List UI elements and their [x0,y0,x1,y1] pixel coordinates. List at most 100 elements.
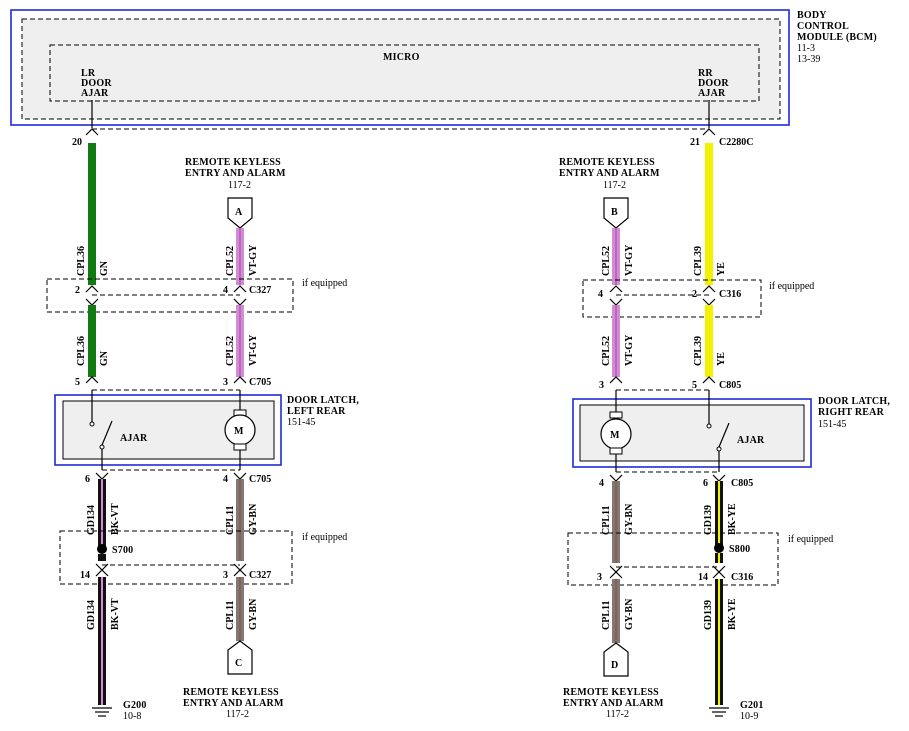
micro-label: MICRO [383,52,420,63]
pin-5-c805: 5 [692,380,697,391]
wire-gn-upper [88,143,96,285]
bcm-title-3: MODULE (BCM) [797,32,877,43]
connector-c-label: C [235,658,242,669]
ground-g200-ref: 10-8 [123,711,141,722]
door-latch-rr-frame [572,398,812,468]
label-cpl52-right-upper: CPL52 [601,246,612,276]
connector-c705-upper: C705 [249,377,271,388]
ground-g201: G201 [740,700,764,711]
label-vtgy-upper: VT-GY [248,244,259,276]
connector-d-shape [603,642,629,677]
pin-3-c316: 3 [597,572,602,583]
connector-b-shape [603,197,629,229]
label-cpl36-lower: CPL36 [76,336,87,366]
pin-3-c705: 3 [223,377,228,388]
label-vtgy-right-lower: VT-GY [624,334,635,366]
connector-c-shape [227,640,253,675]
rke-d-line2: ENTRY AND ALARM [563,698,664,709]
rr-door-ajar-3: AJAR [698,88,726,99]
s700-label: S700 [112,545,133,556]
label-cpl11-upper: CPL11 [225,506,236,535]
latch-rr-ref: 151-45 [818,419,846,430]
label-ye-lower: YE [716,352,727,366]
connector-d-label: D [611,660,618,671]
wire-ye-lower [705,305,713,377]
bcm-title-1: BODY [797,10,827,21]
pin-5-c705: 5 [75,377,80,388]
bcm-frame [10,9,790,126]
lr-door-ajar-3: AJAR [81,88,109,99]
connector-c705-lower: C705 [249,474,271,485]
door-latch-lr-frame [54,394,282,466]
micro-box [49,44,760,102]
rke-c-ref: 117-2 [226,709,249,720]
latch-rr-title-1: DOOR LATCH, [818,396,890,407]
label-cpl11-right-lower: CPL11 [601,601,612,630]
pin-14-c327: 14 [80,570,90,581]
s800-label: S800 [729,544,750,555]
if-equipped-4: if equipped [788,534,833,545]
label-gd139-lower: GD139 [703,600,714,630]
motor-rr-label: M [610,430,620,441]
connector-c316-lower: C316 [731,572,753,583]
ground-g201-ref: 10-9 [740,711,758,722]
connector-c805-upper: C805 [719,380,741,391]
pin-2-c327: 2 [75,285,80,296]
rke-b-ref: 117-2 [603,180,626,191]
bcm-pin-lr [85,128,99,136]
connector-c327-upper: C327 [249,285,271,296]
if-equipped-3: if equipped [769,281,814,292]
if-equipped-1: if equipped [302,278,347,289]
pin-6-c705: 6 [85,474,90,485]
label-gybn-right-upper: GY-BN [624,503,635,535]
label-gn-upper: GN [99,260,110,276]
latch-rr-title-2: RIGHT REAR [818,407,885,418]
rke-d-line1: REMOTE KEYLESS [563,687,659,698]
label-gybn-upper: GY-BN [248,503,259,535]
connector-c316-upper: C316 [719,289,741,300]
label-cpl39-lower: CPL39 [693,336,704,366]
connector-c805-lower: C805 [731,478,753,489]
label-vtgy-right-upper: VT-GY [624,244,635,276]
c327-upper-box [46,278,294,313]
if-equipped-2: if equipped [302,532,347,543]
c316-lower-box [567,532,779,586]
rke-a-ref: 117-2 [228,180,251,191]
label-cpl52-lower: CPL52 [225,336,236,366]
label-cpl11-lower: CPL11 [225,601,236,630]
connector-a-shape [227,197,253,229]
label-gd134-upper: GD134 [86,505,97,535]
label-cpl36-upper: CPL36 [76,246,87,276]
bcm-pin-rr [702,128,716,136]
latch-lr-title-2: LEFT REAR [287,406,346,417]
pin-14-c316: 14 [698,572,708,583]
label-gd134-lower: GD134 [86,600,97,630]
pin-20: 20 [72,137,82,148]
pin-4-c327: 4 [223,285,228,296]
label-bkvt-lower: BK-VT [110,598,121,630]
latch-lr-ref: 151-45 [287,417,315,428]
pin-4-c316: 4 [598,289,603,300]
pin-4-c705-lower: 4 [223,474,228,485]
label-ye-upper: YE [716,262,727,276]
bcm-title-2: CONTROL [797,21,849,32]
ground-g200: G200 [123,700,147,711]
connector-b-label: B [611,207,618,218]
wire-ye-upper [705,143,713,285]
connector-c2280c: C2280C [719,137,753,148]
rke-c-line2: ENTRY AND ALARM [183,698,284,709]
c327-lower-box [59,530,293,585]
label-gn-lower: GN [99,350,110,366]
label-gybn-right-lower: GY-BN [624,598,635,630]
rke-b-line1: REMOTE KEYLESS [559,157,655,168]
lr-door-ajar-2: DOOR [81,78,112,89]
splice-s700 [97,544,107,554]
splice-s800 [714,543,724,553]
rke-c-line1: REMOTE KEYLESS [183,687,279,698]
ajar-label-rr: AJAR [737,435,765,446]
connector-c327-lower: C327 [249,570,271,581]
latch-lr-title-1: DOOR LATCH, [287,395,359,406]
pin-3-c327: 3 [223,570,228,581]
c316-upper-box [582,279,762,318]
